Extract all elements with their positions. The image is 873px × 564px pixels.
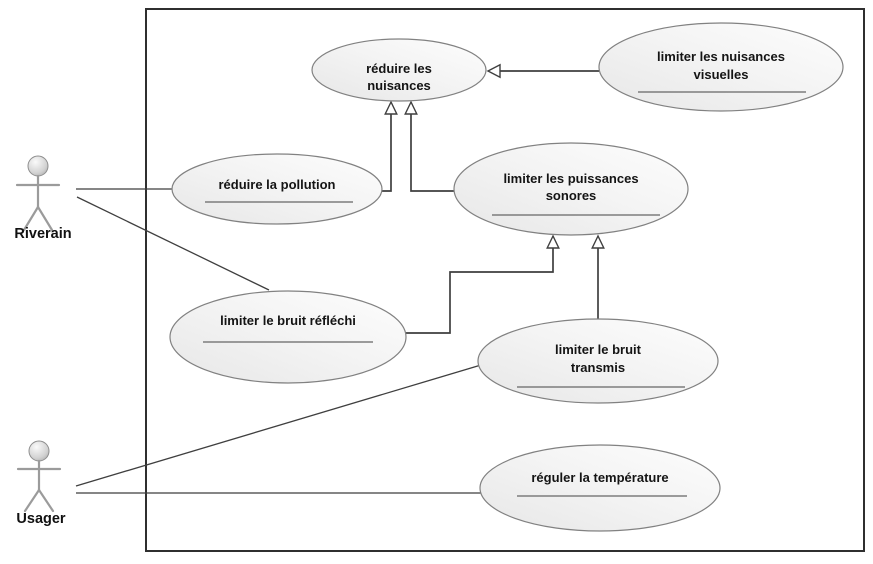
actor-leg (37, 488, 55, 513)
association-riverain-limiter-bruit-reflechi[interactable] (76, 196, 270, 291)
generalization-arrowhead-icon (384, 100, 398, 115)
system-boundary-frame (145, 8, 865, 552)
generalization-reflechi-to-sonores[interactable] (405, 248, 554, 334)
usecase-ellipse[interactable] (169, 290, 407, 384)
usecase-label: transmis (571, 360, 625, 375)
usecase-limiter-bruit-reflechi[interactable]: limiter le bruit réfléchi (169, 290, 407, 384)
usecase-ellipse[interactable] (477, 318, 719, 404)
usecase-label: nuisances (367, 78, 431, 93)
usecase-reguler-temperature[interactable]: réguler la température (479, 444, 721, 532)
actor-riverain[interactable]: Riverain (14, 155, 72, 242)
generalization-sonores-to-nuisances[interactable] (410, 114, 456, 192)
usecase-limiter-bruit-transmis[interactable]: limiter le bruit transmis (477, 318, 719, 404)
usecase-label: réguler la température (531, 470, 668, 485)
usecase-label: visuelles (694, 67, 749, 82)
usecase-ellipse[interactable] (311, 38, 487, 102)
usecase-limiter-puissances-sonores[interactable]: limiter les puissances sonores (453, 142, 689, 236)
usecase-ellipse[interactable] (453, 142, 689, 236)
actor-label: Riverain (14, 226, 71, 242)
usecase-label: réduire les (366, 61, 432, 76)
usecase-limiter-nuisances-visuelles[interactable]: limiter les nuisances visuelles (598, 22, 844, 112)
usecase-reduire-nuisances[interactable]: réduire les nuisances (311, 38, 487, 102)
usecase-label: réduire la pollution (218, 177, 335, 192)
actor-leg (23, 488, 41, 513)
generalizations (381, 63, 605, 334)
actor-label: Usager (16, 511, 66, 527)
usecase-label: limiter les puissances (503, 171, 638, 186)
usecase-label: limiter le bruit (555, 342, 642, 357)
actor-leg (22, 205, 40, 232)
usecase-label: limiter le bruit réfléchi (220, 313, 356, 328)
generalization-pollution-to-nuisances[interactable] (381, 114, 392, 192)
usecase-ellipse[interactable] (171, 153, 383, 225)
association-usager-limiter-bruit-transmis[interactable] (75, 364, 482, 487)
generalization-arrowhead-icon (404, 100, 418, 115)
usecase-ellipse[interactable] (479, 444, 721, 532)
actor-leg (36, 205, 54, 232)
actor-head-icon (27, 155, 49, 177)
actor-head-icon (28, 440, 50, 462)
usecase-label: sonores (546, 188, 597, 203)
associations (75, 188, 482, 494)
generalization-arrowhead-icon (486, 63, 501, 79)
usecase-label: limiter les nuisances (657, 49, 785, 64)
usecase-ellipse[interactable] (598, 22, 844, 112)
generalization-arrowhead-icon (591, 234, 605, 249)
usecase-reduire-pollution[interactable]: réduire la pollution (171, 153, 383, 225)
actor-usager[interactable]: Usager (16, 440, 66, 527)
generalization-arrowhead-icon (546, 234, 560, 249)
